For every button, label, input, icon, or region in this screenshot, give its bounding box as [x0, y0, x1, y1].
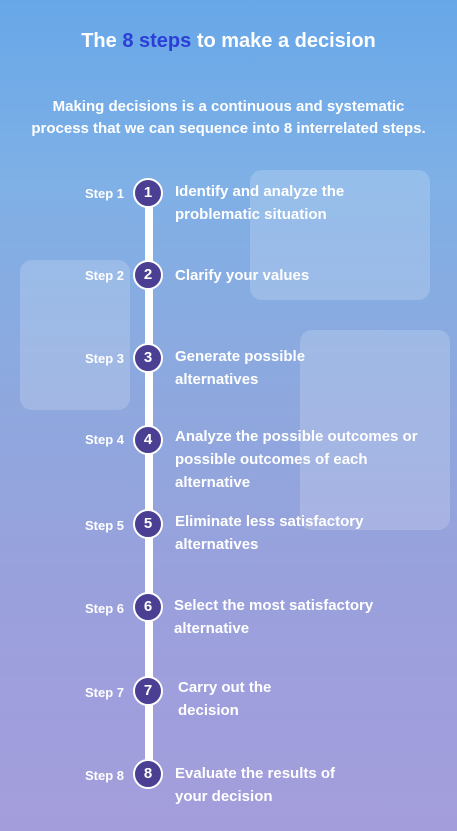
- step-label: Step 6: [84, 601, 124, 616]
- step-number-circle: 2: [133, 260, 163, 290]
- step-label: Step 3: [84, 351, 124, 366]
- title-prefix: The: [81, 30, 123, 52]
- step-description: Identify and analyze the problematic sit…: [175, 183, 345, 223]
- step-label: Step 7: [84, 685, 124, 700]
- step-number-circle: 8: [133, 759, 163, 789]
- timeline-line: [145, 192, 153, 777]
- step-number-circle: 7: [133, 676, 163, 706]
- step-number-circle: 3: [133, 343, 163, 373]
- step-description: Eliminate less satisfactory alternatives: [175, 513, 364, 553]
- step-number-circle: 6: [133, 592, 163, 622]
- step-description: Analyze the possible outcomes or possibl…: [175, 428, 418, 491]
- step-description: Generate possible alternatives: [175, 348, 306, 388]
- title-highlight: 8 steps: [122, 30, 192, 52]
- step-description: Select the most satisfactory alternative: [174, 597, 374, 637]
- step-label: Step 5: [84, 518, 124, 533]
- step-label: Step 8: [84, 768, 124, 783]
- background-shape: [20, 260, 130, 410]
- title-suffix: to make a decision: [191, 30, 376, 52]
- step-description: Evaluate the results of your decision: [175, 765, 336, 805]
- step-label: Step 4: [84, 432, 124, 447]
- background-shape: [300, 330, 450, 530]
- step-number-circle: 5: [133, 509, 163, 539]
- step-number-circle: 4: [133, 425, 163, 455]
- step-description: Clarify your values: [175, 267, 310, 284]
- background-shape: [250, 170, 430, 300]
- subtitle: Making decisions is a continuous and sys…: [31, 98, 426, 137]
- step-description: Carry out the decision: [178, 679, 272, 719]
- step-number-circle: 1: [133, 178, 163, 208]
- page-title: The 8 steps to make a decision: [0, 28, 457, 54]
- step-label: Step 1: [84, 186, 124, 201]
- step-label: Step 2: [84, 268, 124, 283]
